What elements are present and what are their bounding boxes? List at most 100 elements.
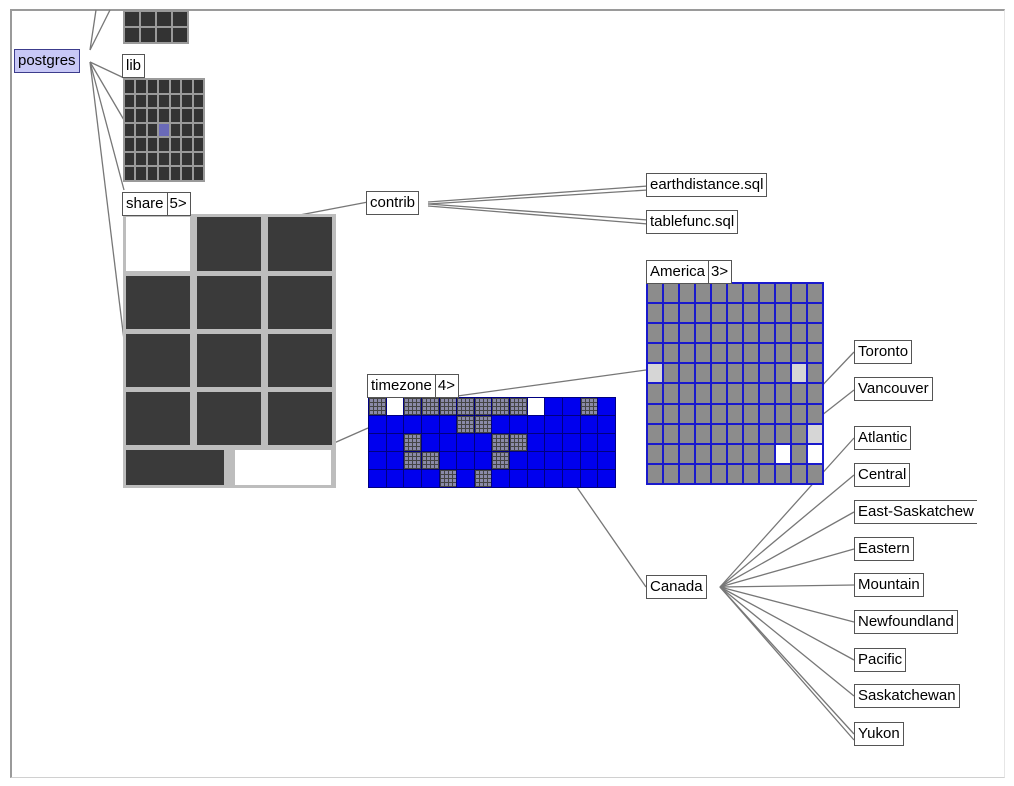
treemap-cell[interactable] bbox=[386, 434, 404, 451]
treemap-cell[interactable] bbox=[197, 392, 261, 445]
treemap-cell[interactable] bbox=[527, 416, 545, 433]
treemap-cell[interactable] bbox=[648, 324, 662, 343]
treemap-cell[interactable] bbox=[680, 304, 694, 323]
treemap-cell[interactable] bbox=[457, 452, 474, 469]
treemap-cell[interactable] bbox=[760, 324, 774, 343]
treemap-cell[interactable] bbox=[170, 138, 181, 151]
treemap-cell[interactable] bbox=[369, 398, 386, 415]
treemap-cell[interactable] bbox=[474, 416, 492, 433]
treemap-cell[interactable] bbox=[598, 452, 615, 469]
treemap-cell[interactable] bbox=[404, 452, 421, 469]
treemap-cell[interactable] bbox=[744, 324, 758, 343]
treemap-cell[interactable] bbox=[744, 444, 758, 463]
treemap-cell[interactable] bbox=[197, 276, 261, 329]
node-east-saskatchewan[interactable]: East-Saskatchew bbox=[854, 500, 977, 524]
treemap-cell[interactable] bbox=[182, 167, 192, 180]
treemap-cell[interactable] bbox=[728, 364, 742, 383]
treemap-cell[interactable] bbox=[182, 152, 192, 166]
treemap-cell[interactable] bbox=[159, 167, 169, 180]
treemap-cell[interactable] bbox=[510, 398, 527, 415]
treemap-cell[interactable] bbox=[147, 80, 158, 93]
treemap-cell[interactable] bbox=[664, 424, 678, 443]
treemap-cell[interactable] bbox=[439, 452, 457, 469]
treemap-cell[interactable] bbox=[648, 444, 662, 463]
treemap-cell[interactable] bbox=[680, 464, 694, 483]
treemap-cell[interactable] bbox=[563, 398, 580, 415]
treemap-cell[interactable] bbox=[159, 123, 169, 137]
treemap-cell[interactable] bbox=[268, 334, 332, 387]
treemap-cell[interactable] bbox=[728, 284, 742, 303]
treemap-cell[interactable] bbox=[159, 152, 169, 166]
node-contrib[interactable]: contrib bbox=[366, 191, 420, 215]
treemap-cell[interactable] bbox=[125, 123, 135, 137]
treemap-cell[interactable] bbox=[696, 364, 710, 383]
treemap-cell[interactable] bbox=[808, 364, 822, 383]
treemap-cell[interactable] bbox=[492, 398, 510, 415]
treemap-timezone[interactable] bbox=[368, 397, 616, 488]
treemap-cell[interactable] bbox=[808, 304, 822, 323]
treemap-cell[interactable] bbox=[792, 464, 806, 483]
treemap-cell[interactable] bbox=[792, 364, 806, 383]
treemap-cell[interactable] bbox=[580, 470, 598, 487]
node-newfoundland[interactable]: Newfoundland bbox=[854, 610, 958, 634]
treemap-cell[interactable] bbox=[457, 434, 474, 451]
treemap-cell[interactable] bbox=[792, 284, 806, 303]
treemap-cell[interactable] bbox=[696, 284, 710, 303]
treemap-cell[interactable] bbox=[439, 470, 457, 487]
treemap-cell[interactable] bbox=[696, 304, 710, 323]
treemap-cell[interactable] bbox=[760, 284, 774, 303]
treemap-cell[interactable] bbox=[792, 304, 806, 323]
treemap-cell[interactable] bbox=[197, 334, 261, 387]
treemap-cell[interactable] bbox=[170, 152, 181, 166]
treemap-cell[interactable] bbox=[147, 123, 158, 137]
treemap-cell[interactable] bbox=[808, 404, 822, 423]
treemap-cell[interactable] bbox=[126, 392, 190, 445]
treemap-cell[interactable] bbox=[492, 452, 510, 469]
treemap-cell[interactable] bbox=[680, 424, 694, 443]
treemap-cell[interactable] bbox=[664, 444, 678, 463]
treemap-cell[interactable] bbox=[680, 284, 694, 303]
treemap-cell[interactable] bbox=[545, 416, 563, 433]
treemap-cell[interactable] bbox=[439, 434, 457, 451]
treemap-cell[interactable] bbox=[696, 324, 710, 343]
treemap-cell[interactable] bbox=[125, 138, 135, 151]
treemap-cell[interactable] bbox=[369, 452, 386, 469]
treemap-cell[interactable] bbox=[776, 464, 790, 483]
treemap-cell[interactable] bbox=[648, 304, 662, 323]
treemap-cell[interactable] bbox=[776, 384, 790, 403]
treemap-cell[interactable] bbox=[193, 109, 203, 122]
treemap-cell[interactable] bbox=[457, 470, 474, 487]
treemap-cell[interactable] bbox=[136, 138, 146, 151]
treemap-cell[interactable] bbox=[474, 470, 492, 487]
treemap-cell[interactable] bbox=[268, 392, 332, 445]
treemap-cell[interactable] bbox=[792, 404, 806, 423]
treemap-cell[interactable] bbox=[170, 167, 181, 180]
treemap-cell[interactable] bbox=[386, 470, 404, 487]
treemap-cell[interactable] bbox=[664, 324, 678, 343]
treemap-cell[interactable] bbox=[545, 434, 563, 451]
treemap-cell[interactable] bbox=[792, 324, 806, 343]
treemap-cell[interactable] bbox=[474, 452, 492, 469]
treemap-cell[interactable] bbox=[125, 109, 135, 122]
treemap-cell[interactable] bbox=[696, 424, 710, 443]
treemap-cell[interactable] bbox=[680, 444, 694, 463]
node-eastern[interactable]: Eastern bbox=[854, 537, 914, 561]
treemap-cell[interactable] bbox=[680, 344, 694, 363]
treemap-cell[interactable] bbox=[182, 80, 192, 93]
treemap-cell[interactable] bbox=[792, 444, 806, 463]
treemap-cell[interactable] bbox=[136, 80, 146, 93]
treemap-cell[interactable] bbox=[170, 80, 181, 93]
node-saskatchewan[interactable]: Saskatchewan bbox=[854, 684, 960, 708]
node-earthdistance[interactable]: earthdistance.sql bbox=[646, 173, 768, 197]
treemap-cell-contrib[interactable] bbox=[126, 217, 190, 271]
treemap-cell[interactable] bbox=[545, 398, 563, 415]
treemap-cell[interactable] bbox=[664, 464, 678, 483]
treemap-cell[interactable] bbox=[193, 94, 203, 108]
treemap-cell[interactable] bbox=[680, 364, 694, 383]
treemap-cell[interactable] bbox=[696, 384, 710, 403]
treemap-cell[interactable] bbox=[808, 344, 822, 363]
node-atlantic[interactable]: Atlantic bbox=[854, 426, 912, 450]
treemap-cell[interactable] bbox=[193, 123, 203, 137]
